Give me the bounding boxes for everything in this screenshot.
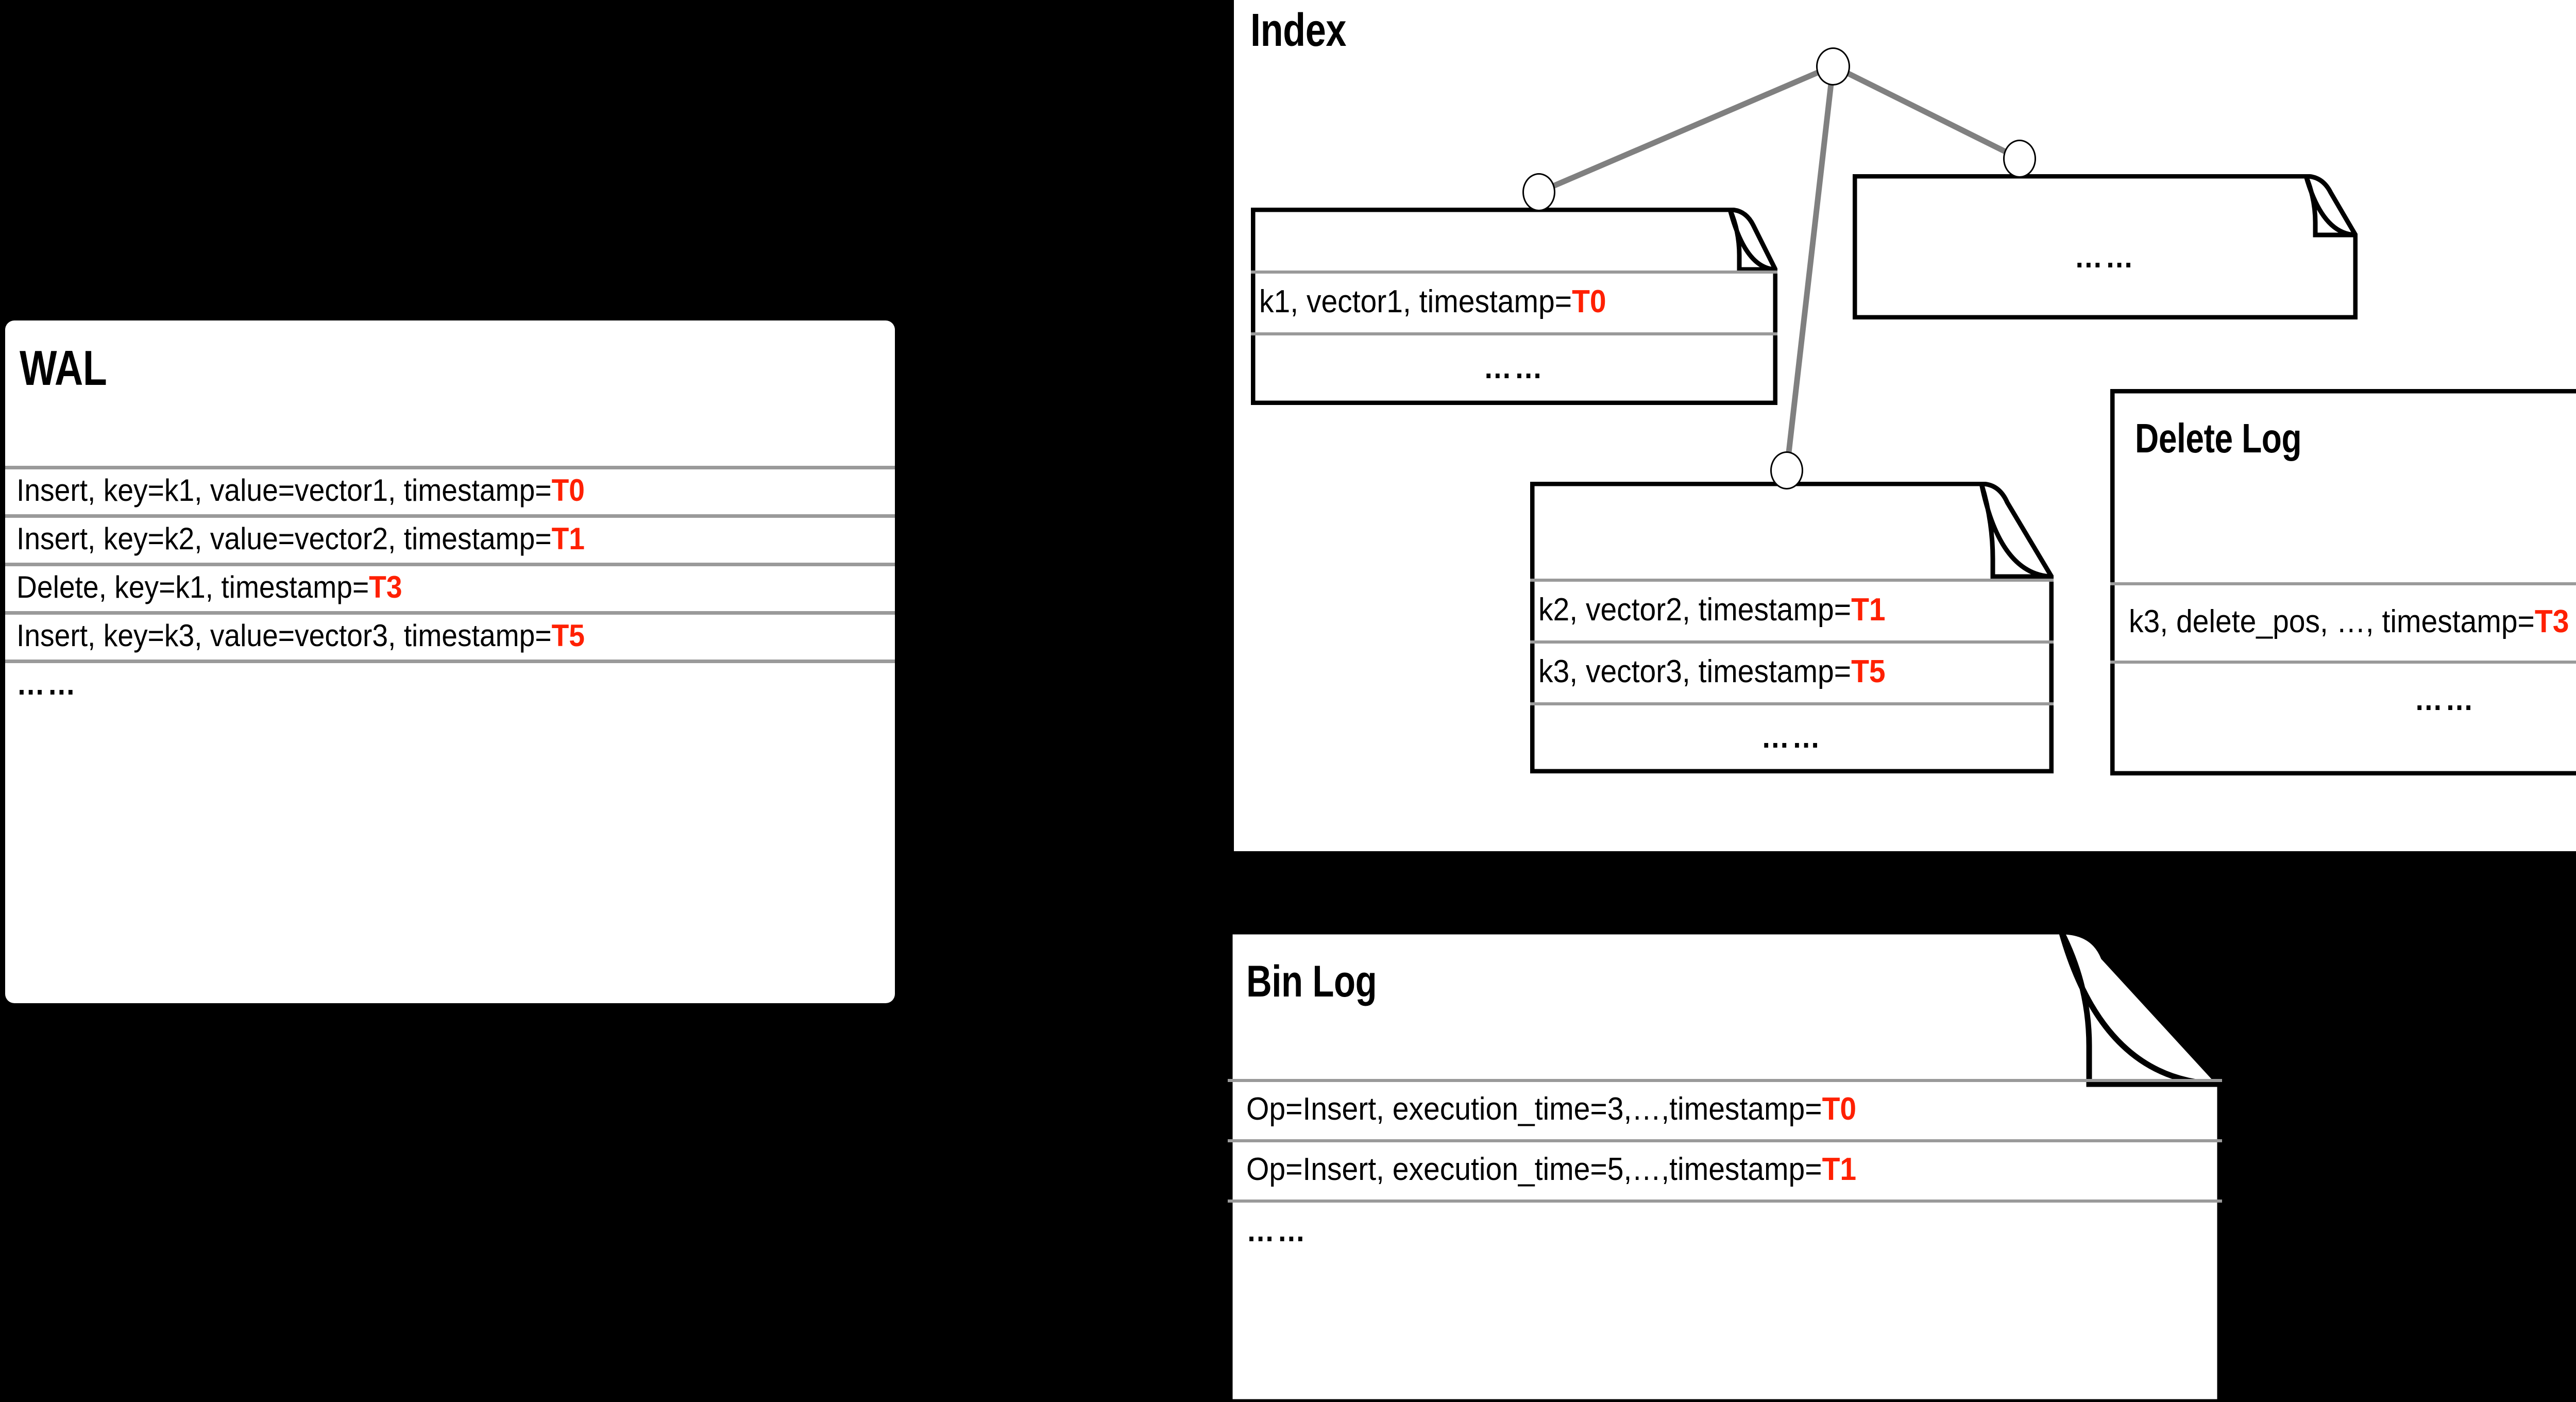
leaf-k2k3-text: …… <box>1761 719 1823 754</box>
bin-log-entry-text: …… <box>1246 1213 1308 1248</box>
leaf-k2k3-text: k2, vector2, timestamp= <box>1538 592 1852 628</box>
delete-log-title: Delete Log <box>2135 415 2302 461</box>
leaf-k1-row: …… <box>1251 332 1777 402</box>
bin-log-entry-text: Op=Insert, execution_time=3,…,timestamp= <box>1246 1091 1822 1127</box>
delete-log-entry-text: …… <box>2414 682 2476 717</box>
bin-log-entry-row: Op=Insert, execution_time=3,…,timestamp=… <box>1228 1079 2222 1139</box>
delete-log-entry-row: k3, delete_pos, …, timestamp=T3 <box>2110 582 2576 661</box>
leaf-k2k3-row: k3, vector3, timestamp=T5 <box>1530 640 2054 702</box>
leaf-right-row: …… <box>1853 226 2358 288</box>
leaf-k2k3-rule-0 <box>1530 579 2054 582</box>
leaf-k1-rule-1 <box>1251 332 1777 335</box>
index-title: Index <box>1250 5 1347 56</box>
leaf-k2k3-rule-2 <box>1530 702 2054 705</box>
bin-log-entry-timestamp: T0 <box>1822 1091 1857 1127</box>
index-leaf-k1: k1, vector1, timestamp=T0 …… <box>1251 208 1777 405</box>
leaf-k2k3-timestamp: T1 <box>1851 592 1886 628</box>
wal-rule-3 <box>5 611 895 615</box>
wal-rule-0 <box>5 466 895 469</box>
leaf-right-text: …… <box>2074 239 2136 274</box>
tree-node-child-right[interactable] <box>2003 140 2036 178</box>
wal-entry-text: Insert, key=k2, value=vector2, timestamp… <box>16 521 552 556</box>
leaf-k1-rule-0 <box>1251 271 1777 274</box>
index-leaf-right: …… <box>1853 174 2358 319</box>
bin-log-entry-row: Op=Insert, execution_time=5,…,timestamp=… <box>1228 1139 2222 1200</box>
bin-log-entry-timestamp: T1 <box>1822 1152 1857 1187</box>
wal-rule-4 <box>5 660 895 663</box>
bin-log-rule-2 <box>1228 1200 2222 1203</box>
tree-node-root[interactable] <box>1816 47 1850 86</box>
delete-log-entry-timestamp: T3 <box>2534 603 2569 639</box>
wal-entry-text: Insert, key=k3, value=vector3, timestamp… <box>16 618 552 653</box>
wal-entry-row: …… <box>5 660 895 708</box>
leaf-k2k3-timestamp: T5 <box>1851 653 1886 689</box>
index-leaf-k2k3: k2, vector2, timestamp=T1 k3, vector3, t… <box>1530 482 2054 773</box>
bin-log-title: Bin Log <box>1246 957 1377 1006</box>
bin-log-panel: Bin Log Op=Insert, execution_time=3,…,ti… <box>1228 930 2222 1402</box>
wal-entry-timestamp: T0 <box>551 472 585 508</box>
wal-entry-timestamp: T3 <box>369 569 402 604</box>
tree-node-child-left[interactable] <box>1522 173 1555 211</box>
wal-entry-timestamp: T5 <box>551 618 585 653</box>
delete-log-rule-1 <box>2110 661 2576 664</box>
wal-entry-row: Insert, key=k1, value=vector1, timestamp… <box>5 466 895 514</box>
document-shape <box>1853 174 2358 319</box>
wal-entry-row: Insert, key=k2, value=vector2, timestamp… <box>5 514 895 563</box>
delete-log-rule-0 <box>2110 582 2576 585</box>
leaf-k1-text: k1, vector1, timestamp= <box>1259 283 1572 319</box>
tree-node-child-middle[interactable] <box>1770 451 1803 489</box>
wal-title: WAL <box>20 341 107 396</box>
wal-entry-text: Delete, key=k1, timestamp= <box>16 569 369 604</box>
delete-log-entry-row: …… <box>2110 661 2576 738</box>
leaf-k1-text: …… <box>1483 350 1545 385</box>
wal-rule-2 <box>5 563 895 566</box>
leaf-k2k3-rule-1 <box>1530 640 2054 644</box>
leaf-k2k3-text: k3, vector3, timestamp= <box>1538 653 1852 689</box>
wal-panel: WAL Insert, key=k1, value=vector1, times… <box>5 320 895 1003</box>
wal-entry-row: Delete, key=k1, timestamp=T3 <box>5 563 895 611</box>
leaf-k2k3-row: …… <box>1530 702 2054 771</box>
delete-log-entry-text: k3, delete_pos, …, timestamp= <box>2129 603 2535 639</box>
document-shape <box>1228 930 2222 1402</box>
document-shape <box>1251 208 1777 405</box>
bin-log-rule-0 <box>1228 1079 2222 1082</box>
delete-log-panel: Delete Log k3, delete_pos, …, timestamp=… <box>2110 389 2576 775</box>
wal-rule-1 <box>5 514 895 518</box>
leaf-k1-timestamp: T0 <box>1572 283 1606 319</box>
wal-entry-text: …… <box>16 666 78 701</box>
leaf-k2k3-row: k2, vector2, timestamp=T1 <box>1530 579 2054 640</box>
wal-entry-timestamp: T1 <box>551 521 585 556</box>
bin-log-entry-text: Op=Insert, execution_time=5,…,timestamp= <box>1246 1152 1822 1187</box>
bin-log-entry-row: …… <box>1228 1200 2222 1261</box>
leaf-k1-row: k1, vector1, timestamp=T0 <box>1251 271 1777 332</box>
bin-log-rule-1 <box>1228 1139 2222 1142</box>
wal-entry-row: Insert, key=k3, value=vector3, timestamp… <box>5 611 895 660</box>
wal-entry-text: Insert, key=k1, value=vector1, timestamp… <box>16 472 552 508</box>
